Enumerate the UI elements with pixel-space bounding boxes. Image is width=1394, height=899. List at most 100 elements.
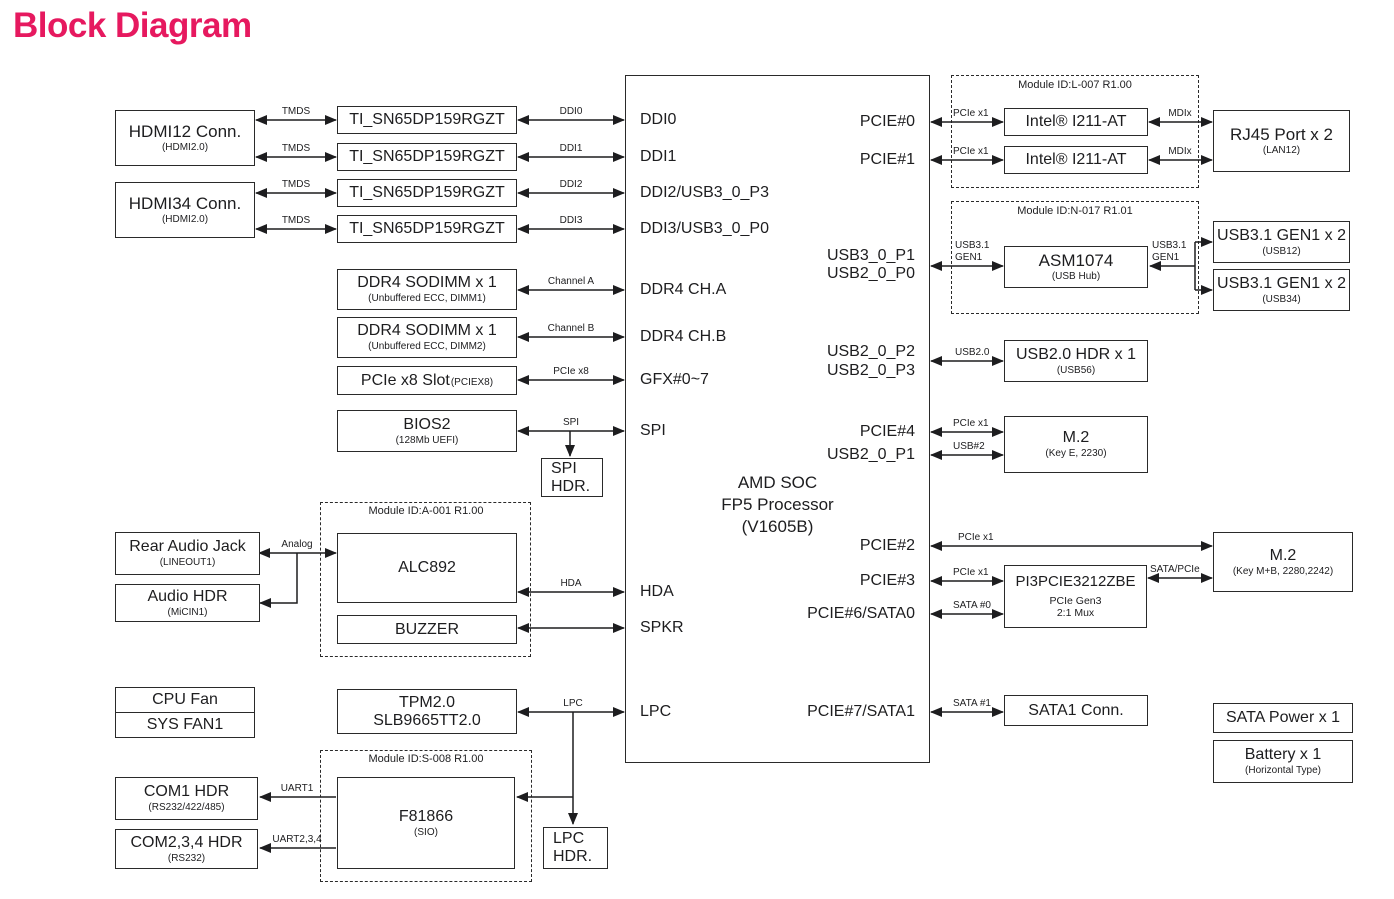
block-usb31-gen1-usb12: USB3.1 GEN1 x 2 (USB12)	[1213, 221, 1350, 263]
page-title: Block Diagram	[13, 6, 252, 45]
bus-label-usb20: USB2.0	[955, 347, 990, 358]
block-battery: Battery x 1 (Horizontal Type)	[1213, 740, 1353, 783]
block-ti-redriver-3: TI_SN65DP159RGZT	[337, 179, 517, 207]
module-a001-outline	[320, 502, 531, 657]
module-a001-label: Module ID:A-001 R1.00	[368, 505, 484, 517]
bus-label-mdix-1: MDIx	[1168, 108, 1192, 119]
bus-label-ddi2: DDI2	[559, 179, 583, 190]
bus-label-tmds-4: TMDS	[281, 215, 311, 226]
block-hdmi12-conn: HDMI12 Conn. (HDMI2.0)	[115, 110, 255, 166]
block-pcie-x8-slot: PCIe x8 Slot (PCIEX8)	[337, 366, 517, 395]
block-m2-key-e: M.2 (Key E, 2230)	[1004, 416, 1148, 473]
bus-label-ddi0: DDI0	[559, 106, 583, 117]
bus-label-pcie-x8: PCIe x8	[553, 366, 589, 377]
block-tpm: TPM2.0 SLB9665TT2.0	[337, 689, 517, 734]
bus-label-analog: Analog	[281, 539, 313, 550]
block-asm1074-hub: ASM1074 (USB Hub)	[1004, 246, 1148, 288]
bus-label-usb2-keyE: USB#2	[953, 441, 985, 452]
block-com234-hdr: COM2,3,4 HDR (RS232)	[115, 829, 258, 869]
block-ti-redriver-1: TI_SN65DP159RGZT	[337, 106, 517, 134]
soc-port-pcie4: PCIE#4	[859, 423, 915, 440]
module-l007-label: Module ID:L-007 R1.00	[1018, 79, 1132, 91]
bus-label-usb31-right: USB3.1 GEN1	[1152, 240, 1187, 263]
bus-label-sata0: SATA #0	[953, 600, 991, 611]
bus-label-pcie-x1-keyE: PCIe x1	[953, 418, 989, 429]
module-s008-label: Module ID:S-008 R1.00	[368, 753, 484, 765]
block-alc892: ALC892	[337, 533, 517, 603]
bus-label-lpc: LPC	[563, 698, 583, 709]
soc-port-ddi0: DDI0	[640, 111, 677, 128]
bus-label-pcie-x1-lan1: PCIe x1	[953, 108, 989, 119]
soc-title: AMD SOC FP5 Processor (V1605B)	[721, 473, 834, 536]
bus-label-ddi1: DDI1	[559, 143, 583, 154]
bus-label-usb31-left: USB3.1 GEN1	[955, 240, 990, 263]
soc-port-ddr4-chb: DDR4 CH.B	[640, 328, 727, 345]
bus-tmds-lines	[255, 115, 337, 234]
block-usb20-hdr: USB2.0 HDR x 1 (USB56)	[1004, 340, 1148, 382]
soc-port-pcie2: PCIE#2	[859, 537, 915, 554]
block-ti-redriver-2: TI_SN65DP159RGZT	[337, 143, 517, 171]
soc-port-ddi3: DDI3/USB3_0_P0	[640, 220, 769, 237]
block-bios2: BIOS2 (128Mb UEFI)	[337, 410, 517, 452]
soc-port-usb2-p3: USB2_0_P3	[826, 362, 915, 379]
bus-label-pcie-x1-mux: PCIe x1	[953, 567, 989, 578]
block-usb31-gen1-usb34: USB3.1 GEN1 x 2 (USB34)	[1213, 269, 1350, 311]
block-rj45-port: RJ45 Port x 2 (LAN12)	[1213, 110, 1350, 172]
block-ti-redriver-4: TI_SN65DP159RGZT	[337, 215, 517, 243]
bus-ddi-lines	[517, 115, 625, 234]
bus-label-hda: HDA	[560, 578, 582, 589]
bus-label-uart234: UART2,3,4	[272, 834, 322, 845]
block-ddr4-sodimm-2: DDR4 SODIMM x 1 (Unbuffered ECC, DIMM2)	[337, 317, 517, 358]
bus-label-sata1: SATA #1	[953, 698, 991, 709]
block-com1-hdr: COM1 HDR (RS232/422/485)	[115, 777, 258, 820]
bus-label-channel-a: Channel A	[547, 276, 595, 287]
bus-label-pcie-x1-lan2: PCIe x1	[953, 146, 989, 157]
block-sata-power: SATA Power x 1	[1213, 703, 1353, 733]
soc-port-lpc: LPC	[640, 703, 672, 720]
soc-port-usb2-p0: USB2_0_P0	[826, 265, 915, 282]
soc-port-ddr4-cha: DDR4 CH.A	[640, 281, 727, 298]
soc-port-usb3-p1: USB3_0_P1	[826, 247, 915, 264]
bus-label-sata-pcie: SATA/PCIe	[1150, 564, 1200, 575]
soc-port-usb2-p2: USB2_0_P2	[826, 343, 915, 360]
bus-analog-branch	[259, 553, 298, 608]
module-n017-label: Module ID:N-017 R1.01	[1017, 205, 1133, 217]
soc-port-pcie6-sata0: PCIE#6/SATA0	[807, 605, 915, 622]
bus-label-tmds-1: TMDS	[281, 106, 311, 117]
bus-label-channel-b: Channel B	[547, 323, 595, 334]
soc-port-spi: SPI	[640, 422, 666, 439]
soc-port-gfx: GFX#0~7	[640, 371, 709, 388]
bus-label-spi: SPI	[562, 417, 580, 428]
bus-label-tmds-2: TMDS	[281, 143, 311, 154]
soc-port-pcie7-sata1: PCIE#7/SATA1	[807, 703, 915, 720]
bus-label-mdix-2: MDIx	[1168, 146, 1192, 157]
block-lpc-hdr: LPC HDR.	[543, 827, 608, 869]
block-amd-soc	[625, 75, 930, 763]
soc-port-ddi1: DDI1	[640, 148, 677, 165]
block-spi-hdr: SPI HDR.	[541, 458, 603, 497]
soc-port-pcie3: PCIE#3	[859, 572, 915, 589]
block-m2-key-mb: M.2 (Key M+B, 2280,2242)	[1213, 532, 1353, 592]
bus-label-pcie-x1-m2: PCIe x1	[958, 532, 994, 543]
block-cpu-fan: CPU Fan	[115, 687, 255, 713]
soc-port-spkr: SPKR	[640, 619, 684, 636]
soc-port-pcie1: PCIE#1	[859, 151, 915, 168]
soc-port-usb2-p1: USB2_0_P1	[826, 446, 915, 463]
block-sata1-conn: SATA1 Conn.	[1004, 695, 1148, 726]
block-buzzer: BUZZER	[337, 615, 517, 644]
block-intel-i211-1: Intel® I211-AT	[1004, 108, 1148, 136]
block-audio-hdr: Audio HDR (MiCIN1)	[115, 584, 260, 622]
block-hdmi34-conn: HDMI34 Conn. (HDMI2.0)	[115, 182, 255, 238]
soc-port-pcie0: PCIE#0	[859, 113, 915, 130]
bus-label-tmds-3: TMDS	[281, 179, 311, 190]
block-f81866-sio: F81866 (SIO)	[337, 777, 515, 869]
soc-port-ddi2: DDI2/USB3_0_P3	[640, 184, 769, 201]
module-s008-outline	[320, 750, 532, 882]
block-rear-audio-jack: Rear Audio Jack (LINEOUT1)	[115, 532, 260, 575]
bus-label-ddi3: DDI3	[559, 215, 583, 226]
module-n017-outline	[951, 201, 1199, 314]
bus-label-uart1: UART1	[280, 783, 314, 794]
block-intel-i211-2: Intel® I211-AT	[1004, 146, 1148, 174]
block-ddr4-sodimm-1: DDR4 SODIMM x 1 (Unbuffered ECC, DIMM1)	[337, 269, 517, 310]
